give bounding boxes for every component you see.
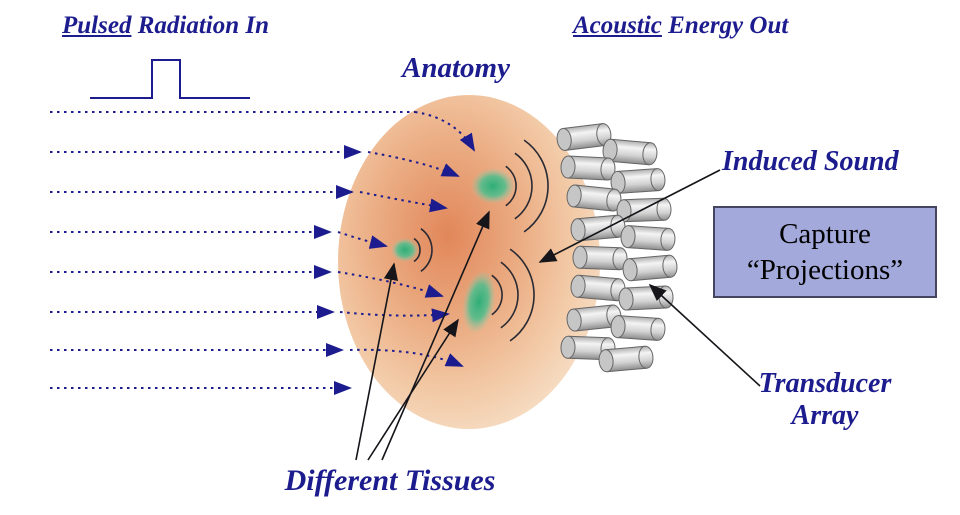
transducer-array-label: Transducer Array xyxy=(722,368,928,432)
tissue-middle xyxy=(391,238,419,262)
scatter-path-5 xyxy=(337,271,444,298)
scatter-path-2 xyxy=(367,151,460,177)
induced-sound-label: Induced Sound xyxy=(722,146,899,177)
pulsed-rest-text: Radiation In xyxy=(131,12,270,39)
scatter-path-6 xyxy=(339,308,450,323)
transducer-array-arrow xyxy=(648,283,761,387)
tissue-arrow-middle xyxy=(355,262,399,461)
tissue-top xyxy=(471,168,515,204)
capture-projections-box: Capture “Projections” xyxy=(713,206,937,298)
induced-sound-arrow xyxy=(538,169,721,263)
tissue-bottom xyxy=(462,270,496,334)
acoustic-wave-arcs xyxy=(413,139,549,342)
anatomy-label: Anatomy xyxy=(402,52,510,84)
tissue-arrow-top xyxy=(381,210,490,461)
pulse-waveform-icon xyxy=(90,59,250,99)
radiation-lines xyxy=(50,111,476,395)
annotation-arrows xyxy=(355,169,761,461)
acoustic-energy-label: Acoustic Energy Out xyxy=(573,12,788,40)
acoustic-underlined-text: Acoustic xyxy=(573,12,662,39)
scatter-path-1 xyxy=(414,111,476,152)
capture-line2-text: “Projections” xyxy=(746,254,904,286)
pulsed-radiation-label: Pulsed Radiation In xyxy=(62,12,269,40)
transducer-line2-text: Array xyxy=(791,400,859,432)
pulsed-underlined-text: Pulsed xyxy=(62,12,132,39)
tissue-spots xyxy=(391,168,515,334)
acoustic-rest-text: Energy Out xyxy=(661,12,789,39)
scatter-path-7 xyxy=(349,348,464,367)
anatomy-ellipse xyxy=(338,95,600,429)
transducer-line1-text: Transducer xyxy=(758,368,892,399)
capture-line1-text: Capture xyxy=(779,217,871,250)
different-tissues-label: Different Tissues xyxy=(284,464,496,497)
